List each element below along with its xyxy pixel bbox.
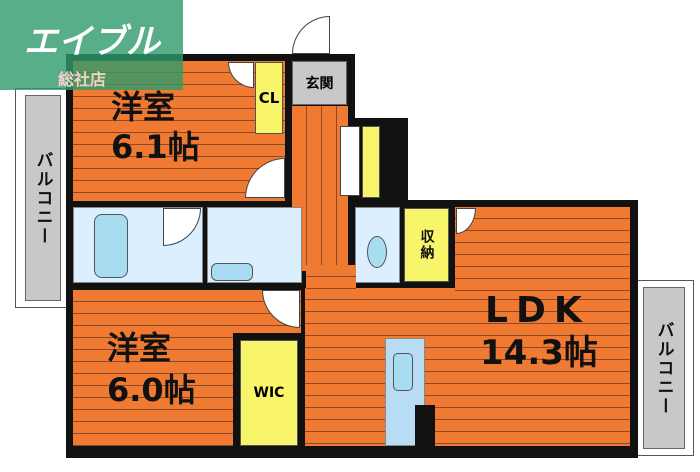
logo-branch: 総社店 [58,70,107,89]
ldk-name: LDK [485,290,590,331]
washroom [207,207,302,283]
toilet-icon [367,236,387,268]
refrigerator [415,405,435,450]
bedroom-2-name: 洋室 [107,329,172,367]
sink-icon [211,263,253,281]
ldk [305,288,630,446]
bedroom-2-size: 6.0帖 [107,371,196,409]
bathtub-icon [94,214,128,278]
bedroom-1-size: 6.1帖 [111,128,200,166]
storage: 収納 [404,208,449,282]
ldk-entry [306,265,356,295]
closet: CL [255,62,283,134]
entrance-label: 玄関 [305,76,334,92]
balcony-right: バルコニー [634,280,694,456]
entrance-door[interactable] [292,16,330,54]
entrance: 玄関 [292,61,347,105]
ldk-size: 14.3帖 [480,333,598,373]
hall-storage [362,126,380,198]
logo: エイブル 総社店 [0,0,183,90]
storage-label: 収納 [418,229,435,261]
wic-label: WIC [253,385,285,401]
bedroom-1-name: 洋室 [111,88,176,126]
toilet-room [355,207,400,283]
hall-storage-doors[interactable] [340,126,360,196]
kitchen-sink-icon [393,353,413,391]
closet-label: CL [258,89,280,107]
logo-brand: エイブル [24,22,160,62]
balcony-right-label: バルコニー [653,320,674,416]
ldk-upper [455,207,630,292]
balcony-left: バルコニー [15,88,71,308]
balcony-left-label: バルコニー [32,150,53,246]
walk-in-closet: WIC [240,340,298,446]
